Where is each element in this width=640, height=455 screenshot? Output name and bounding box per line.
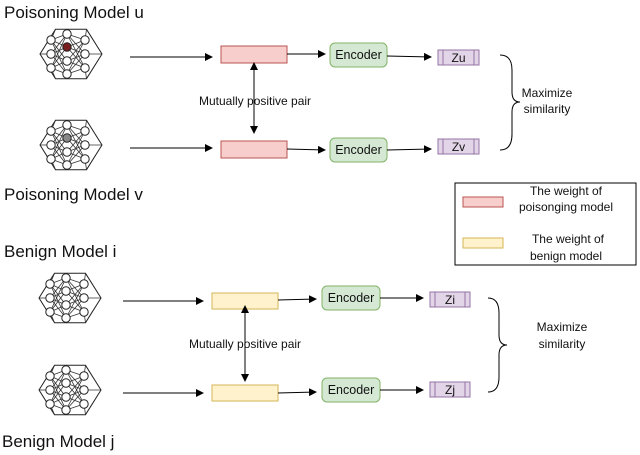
legend-benign-line2: benign model	[530, 249, 602, 263]
legend-poison-line2: poisonging model	[519, 200, 613, 214]
similarity-label-benign: similarity	[539, 337, 586, 351]
network-node	[45, 371, 55, 381]
network-node	[62, 56, 72, 66]
poison-weight-box-v	[220, 140, 288, 159]
arrow-weight-to-encoder-i	[277, 295, 317, 304]
network-icon-i	[38, 272, 102, 324]
network-node	[79, 293, 89, 303]
zj-label: Zj	[445, 383, 455, 397]
network-node	[45, 385, 55, 395]
maximize-label-benign: Maximize	[537, 320, 588, 334]
network-node	[61, 273, 71, 283]
network-icon-j	[38, 364, 102, 416]
arrow-encoder-to-zv	[386, 145, 432, 154]
network-highlight-node	[62, 42, 72, 52]
network-node	[80, 63, 90, 73]
legend-poison-line1: The weight of	[530, 184, 603, 198]
network-node	[46, 154, 56, 164]
network-node	[45, 279, 55, 289]
zu-label: Zu	[451, 51, 465, 65]
network-node	[61, 300, 71, 310]
network-node	[62, 120, 72, 130]
zu-box	[437, 49, 480, 66]
poisoning-model-v-title: Poisoning Model v	[4, 185, 143, 204]
network-node	[46, 49, 56, 59]
zi-box	[429, 291, 471, 308]
encoder-label-i: Encoder	[328, 291, 375, 305]
benign-model-j-title: Benign Model j	[2, 432, 114, 451]
poison-weight-box-u	[220, 45, 288, 64]
network-icon-u	[39, 28, 103, 80]
arrow-encoder-to-zu	[386, 52, 432, 61]
legend-poison-swatch	[462, 196, 504, 208]
zv-box	[437, 138, 480, 155]
network-node	[62, 147, 72, 157]
maximize-label-poison: Maximize	[522, 86, 573, 100]
legend-benign-line1: The weight of	[532, 232, 605, 246]
network-node	[80, 35, 90, 45]
mutual-pair-label-poison: Mutually positive pair	[199, 94, 311, 108]
network-node	[80, 49, 90, 59]
network-node	[62, 69, 72, 79]
network-node	[46, 140, 56, 150]
network-node	[79, 385, 89, 395]
encoder-label-u: Encoder	[335, 48, 382, 62]
network-highlight-node	[62, 133, 72, 143]
network-node	[80, 154, 90, 164]
network-node	[79, 279, 89, 289]
network-node	[45, 293, 55, 303]
network-node	[62, 29, 72, 39]
network-highlight-node	[61, 378, 71, 388]
network-node	[62, 160, 72, 170]
similarity-label-poison: similarity	[524, 102, 571, 116]
network-node	[61, 405, 71, 415]
brace-benign	[487, 297, 508, 393]
network-node	[79, 307, 89, 317]
arrow-weight-to-encoder-j	[277, 388, 317, 397]
network-highlight-node	[61, 286, 71, 296]
network-node	[61, 313, 71, 323]
network-node	[46, 126, 56, 136]
network-node	[80, 126, 90, 136]
network-node	[61, 392, 71, 402]
encoder-box-u	[329, 42, 388, 68]
benign-weight-box-j	[211, 384, 279, 402]
network-node	[46, 63, 56, 73]
network-node	[45, 307, 55, 317]
encoder-label-j: Encoder	[328, 383, 375, 397]
zj-box	[429, 381, 471, 398]
network-node	[79, 371, 89, 381]
zv-label: Zv	[452, 140, 465, 154]
legend-benign-swatch	[462, 237, 504, 249]
network-node	[79, 399, 89, 409]
mutual-pair-label-benign: Mutually positive pair	[189, 337, 301, 351]
network-icon-v	[39, 119, 103, 171]
zi-label: Zi	[445, 293, 455, 307]
encoder-label-v: Encoder	[335, 143, 382, 157]
network-node	[61, 365, 71, 375]
network-node	[80, 140, 90, 150]
network-node	[46, 35, 56, 45]
benign-weight-box-i	[211, 292, 279, 310]
poisoning-model-u-title: Poisoning Model u	[4, 3, 144, 22]
network-node	[45, 399, 55, 409]
benign-model-i-title: Benign Model i	[4, 242, 116, 261]
arrow-weight-to-encoder-v	[286, 145, 326, 154]
brace-poison	[499, 54, 521, 151]
